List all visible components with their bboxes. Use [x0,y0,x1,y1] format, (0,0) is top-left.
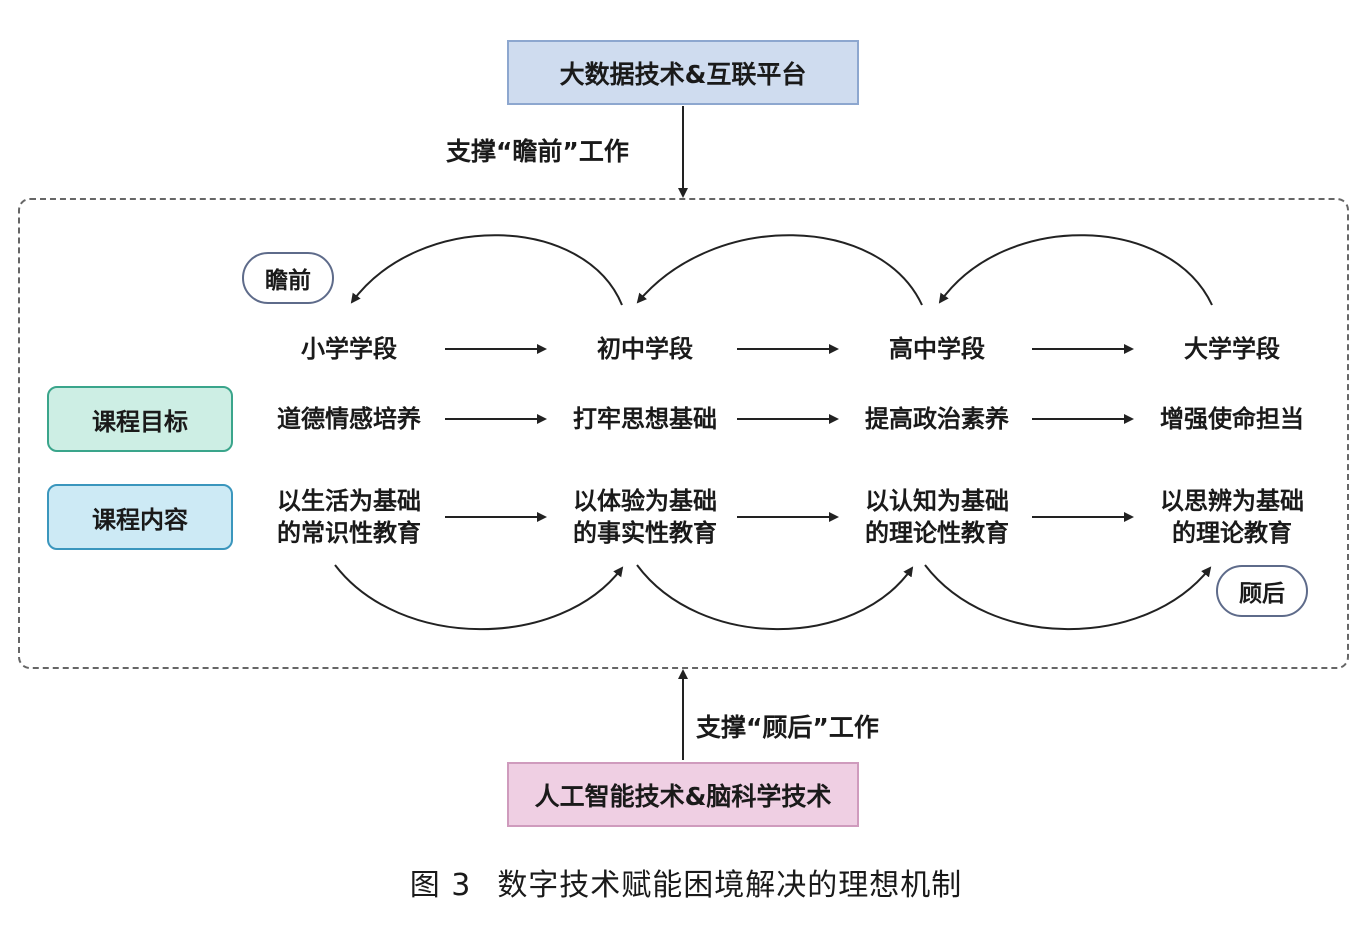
course-goal-tag: 课程目标 [47,386,233,452]
goal-university: 增强使命担当 [1160,405,1304,433]
big-data-tech-label: 大数据技术&互联平台 [559,59,807,89]
ai-brain-tech-box: 人工智能技术&脑科学技术 [507,762,859,827]
content-senior-line1: 以认知为基础 [865,487,1009,515]
mechanism-container [18,198,1349,669]
support-forward-label: 支撑“瞻前”工作 [446,137,629,166]
goal-junior: 打牢思想基础 [573,405,717,433]
arc-forward-1 [350,234,623,306]
goal-primary: 道德情感培养 [277,405,421,433]
arc-backward-3 [924,564,1212,631]
content-senior: 以认知为基础 的理论性教育 [822,485,1052,549]
stage-senior: 高中学段 [889,335,985,363]
arc-forward-2 [636,234,923,306]
content-senior-line2: 的理论性教育 [865,519,1009,547]
stage-primary: 小学学段 [301,335,397,363]
figure-caption: 图 3 数字技术赋能困境解决的理想机制 [0,860,1372,904]
arc-backward-1 [334,564,624,631]
figure-title: 数字技术赋能困境解决的理想机制 [497,868,963,903]
ai-brain-tech-label: 人工智能技术&脑科学技术 [534,781,832,811]
course-content-label: 课程内容 [92,505,188,534]
big-data-tech-box: 大数据技术&互联平台 [507,40,859,105]
content-junior-line2: 的事实性教育 [573,519,717,547]
content-primary: 以生活为基础 的常识性教育 [234,485,464,549]
content-university: 以思辨为基础 的理论教育 [1117,485,1347,549]
backward-look-oval: 顾后 [1216,565,1308,617]
content-university-line1: 以思辨为基础 [1160,487,1304,515]
stage-junior: 初中学段 [597,335,693,363]
content-primary-line1: 以生活为基础 [277,487,421,515]
content-junior: 以体验为基础 的事实性教育 [530,485,760,549]
figure-number: 图 3 [409,868,472,903]
arc-forward-3 [938,234,1213,306]
stage-university: 大学学段 [1184,335,1280,363]
content-university-line2: 的理论教育 [1172,519,1292,547]
support-backward-label: 支撑“顾后”工作 [696,713,879,742]
content-primary-line2: 的常识性教育 [277,519,421,547]
forward-look-oval: 瞻前 [242,252,334,304]
course-content-tag: 课程内容 [47,484,233,550]
arc-backward-2 [636,564,914,631]
course-goal-label: 课程目标 [92,407,188,436]
backward-look-label: 顾后 [1239,581,1285,607]
content-junior-line1: 以体验为基础 [573,487,717,515]
forward-look-label: 瞻前 [265,268,311,294]
goal-senior: 提高政治素养 [865,405,1009,433]
